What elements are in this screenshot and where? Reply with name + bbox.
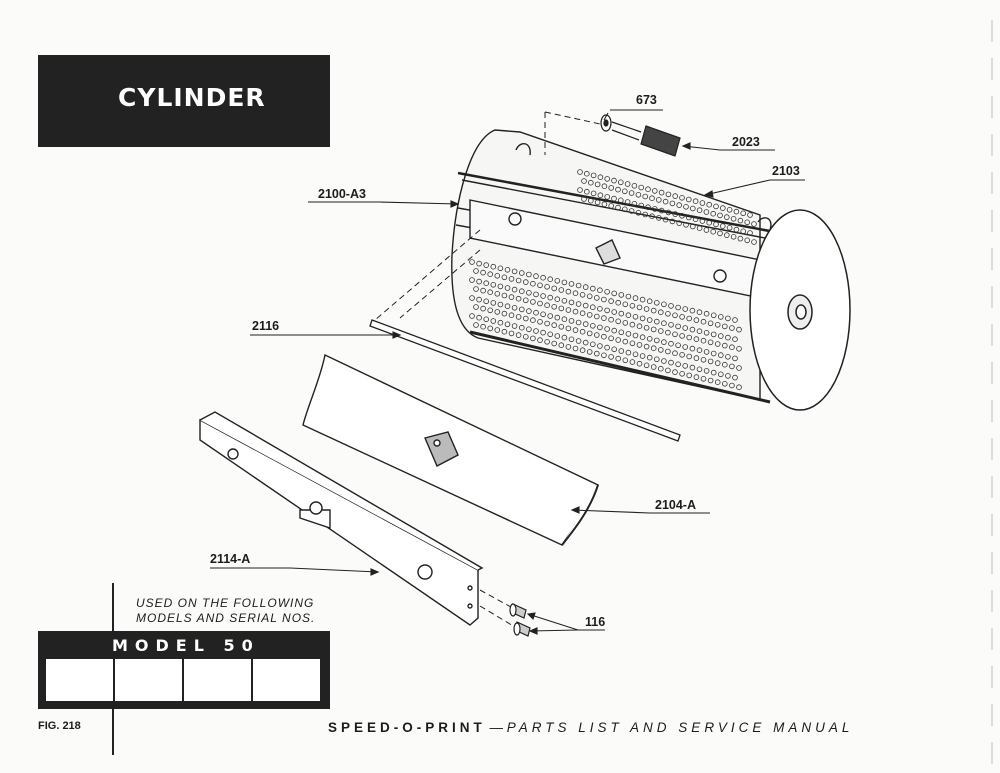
leader-lines [210,109,805,635]
label-116: 116 [585,615,605,629]
footer-dash: — [485,720,507,735]
plate-2104a [302,353,599,546]
bar-2114a [199,411,484,626]
rod-2116 [369,319,681,442]
serial-cells [46,659,320,701]
alignment-lines [374,111,601,631]
label-673: 673 [636,93,657,107]
screws-116 [509,603,531,637]
model-title: MODEL 50 [112,636,260,655]
perforations-lower [469,259,742,391]
label-2104-a: 2104-A [655,498,696,512]
figure-number: FIG. 218 [38,720,81,732]
serial-cell [184,659,253,701]
footer-brand: SPEED-O-PRINT [328,720,486,735]
serial-cell [115,659,184,701]
label-2116: 2116 [252,319,279,333]
title-block: CYLINDER [38,55,330,147]
label-2103: 2103 [772,164,800,178]
footer: SPEED-O-PRINT — PARTS LIST AND SERVICE M… [328,720,853,735]
end-disc [749,209,851,411]
used-on-line-1: USED ON THE FOLLOWING [136,596,315,610]
model-table: MODEL 50 [38,631,330,709]
perforations [577,169,757,245]
label-2100-a3: 2100-A3 [318,187,366,201]
thumb-screw [600,114,681,157]
page-title: CYLINDER [118,83,266,112]
binder-edge [991,20,993,764]
footer-subtitle: PARTS LIST AND SERVICE MANUAL [506,720,854,735]
label-2023: 2023 [732,135,760,149]
used-on-note: USED ON THE FOLLOWING MODELS AND SERIAL … [136,596,315,626]
cylinder-drum [451,129,783,404]
used-on-line-2: MODELS AND SERIAL NOS. [136,611,316,625]
serial-cell [46,659,115,701]
label-2114-a: 2114-A [210,552,250,566]
serial-cell [253,659,320,701]
